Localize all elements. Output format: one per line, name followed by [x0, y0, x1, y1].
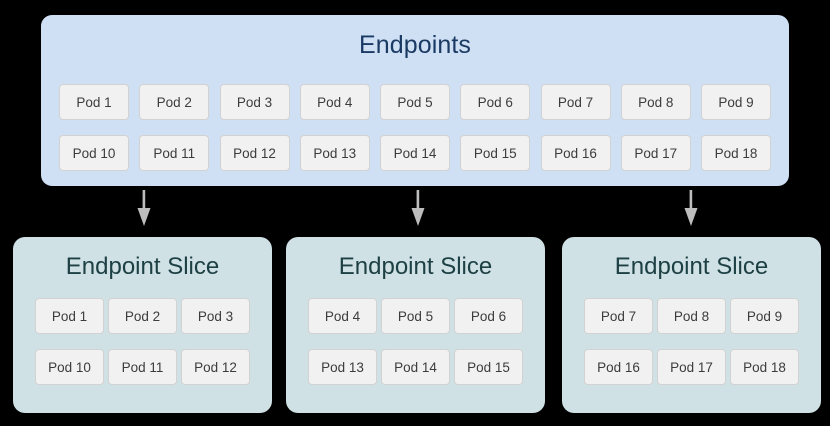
pod-chip[interactable]: Pod 13 [308, 349, 377, 385]
pod-chip[interactable]: Pod 9 [701, 84, 771, 120]
slice-pod-row-2: Pod 10 Pod 11 Pod 12 [35, 349, 250, 385]
pod-chip[interactable]: Pod 1 [59, 84, 129, 120]
slice-pod-row-2: Pod 16 Pod 17 Pod 18 [584, 349, 799, 385]
pod-chip[interactable]: Pod 18 [730, 349, 799, 385]
endpoints-pod-row-1: Pod 1 Pod 2 Pod 3 Pod 4 Pod 5 Pod 6 Pod … [59, 84, 771, 120]
pod-chip[interactable]: Pod 16 [584, 349, 653, 385]
slice-pod-row-1: Pod 1 Pod 2 Pod 3 [35, 298, 250, 334]
pod-chip[interactable]: Pod 5 [380, 84, 450, 120]
pod-chip[interactable]: Pod 12 [181, 349, 250, 385]
endpoint-slice-title: Endpoint Slice [65, 253, 220, 280]
endpoints-pod-row-2: Pod 10 Pod 11 Pod 12 Pod 13 Pod 14 Pod 1… [59, 135, 771, 171]
pod-chip[interactable]: Pod 14 [381, 349, 450, 385]
endpoint-slice-card: Endpoint Slice Pod 7 Pod 8 Pod 9 Pod 16 … [562, 237, 821, 413]
endpoints-panel: Endpoints Pod 1 Pod 2 Pod 3 Pod 4 Pod 5 … [41, 15, 789, 186]
pod-chip[interactable]: Pod 8 [620, 84, 691, 120]
pod-chip[interactable]: Pod 3 [181, 298, 250, 334]
endpoint-slice-title: Endpoint Slice [338, 253, 493, 280]
pod-chip[interactable]: Pod 11 [139, 135, 210, 171]
endpoint-slice-title: Endpoint Slice [614, 253, 769, 280]
pod-chip[interactable]: Pod 15 [454, 349, 523, 385]
endpoints-title: Endpoints [358, 31, 472, 59]
endpoint-slice-card: Endpoint Slice Pod 1 Pod 2 Pod 3 Pod 10 … [13, 237, 272, 413]
pod-chip[interactable]: Pod 9 [730, 298, 799, 334]
pod-chip[interactable]: Pod 3 [219, 84, 290, 120]
slice-pod-row-2: Pod 13 Pod 14 Pod 15 [308, 349, 523, 385]
pod-chip[interactable]: Pod 14 [380, 135, 450, 171]
slice-pod-row-1: Pod 7 Pod 8 Pod 9 [584, 298, 799, 334]
pod-chip[interactable]: Pod 15 [460, 135, 531, 171]
pod-chip[interactable]: Pod 7 [584, 298, 653, 334]
pod-chip[interactable]: Pod 1 [35, 298, 104, 334]
pod-chip[interactable]: Pod 16 [540, 135, 611, 171]
down-arrow-icon [411, 190, 425, 226]
pod-chip[interactable]: Pod 17 [657, 349, 726, 385]
pod-chip[interactable]: Pod 12 [219, 135, 290, 171]
pod-chip[interactable]: Pod 11 [108, 349, 177, 385]
pod-chip[interactable]: Pod 2 [108, 298, 177, 334]
pod-chip[interactable]: Pod 18 [701, 135, 771, 171]
pod-chip[interactable]: Pod 8 [657, 298, 726, 334]
pod-chip[interactable]: Pod 5 [381, 298, 450, 334]
pod-chip[interactable]: Pod 7 [540, 84, 611, 120]
endpoint-slice-card: Endpoint Slice Pod 4 Pod 5 Pod 6 Pod 13 … [286, 237, 545, 413]
pod-chip[interactable]: Pod 4 [308, 298, 377, 334]
pod-chip[interactable]: Pod 17 [620, 135, 691, 171]
pod-chip[interactable]: Pod 6 [460, 84, 531, 120]
slice-pod-row-1: Pod 4 Pod 5 Pod 6 [308, 298, 523, 334]
pod-chip[interactable]: Pod 2 [139, 84, 210, 120]
down-arrow-icon [684, 190, 698, 226]
down-arrow-icon [137, 190, 151, 226]
pod-chip[interactable]: Pod 4 [299, 84, 370, 120]
pod-chip[interactable]: Pod 13 [299, 135, 370, 171]
pod-chip[interactable]: Pod 10 [35, 349, 104, 385]
pod-chip[interactable]: Pod 10 [59, 135, 129, 171]
pod-chip[interactable]: Pod 6 [454, 298, 523, 334]
